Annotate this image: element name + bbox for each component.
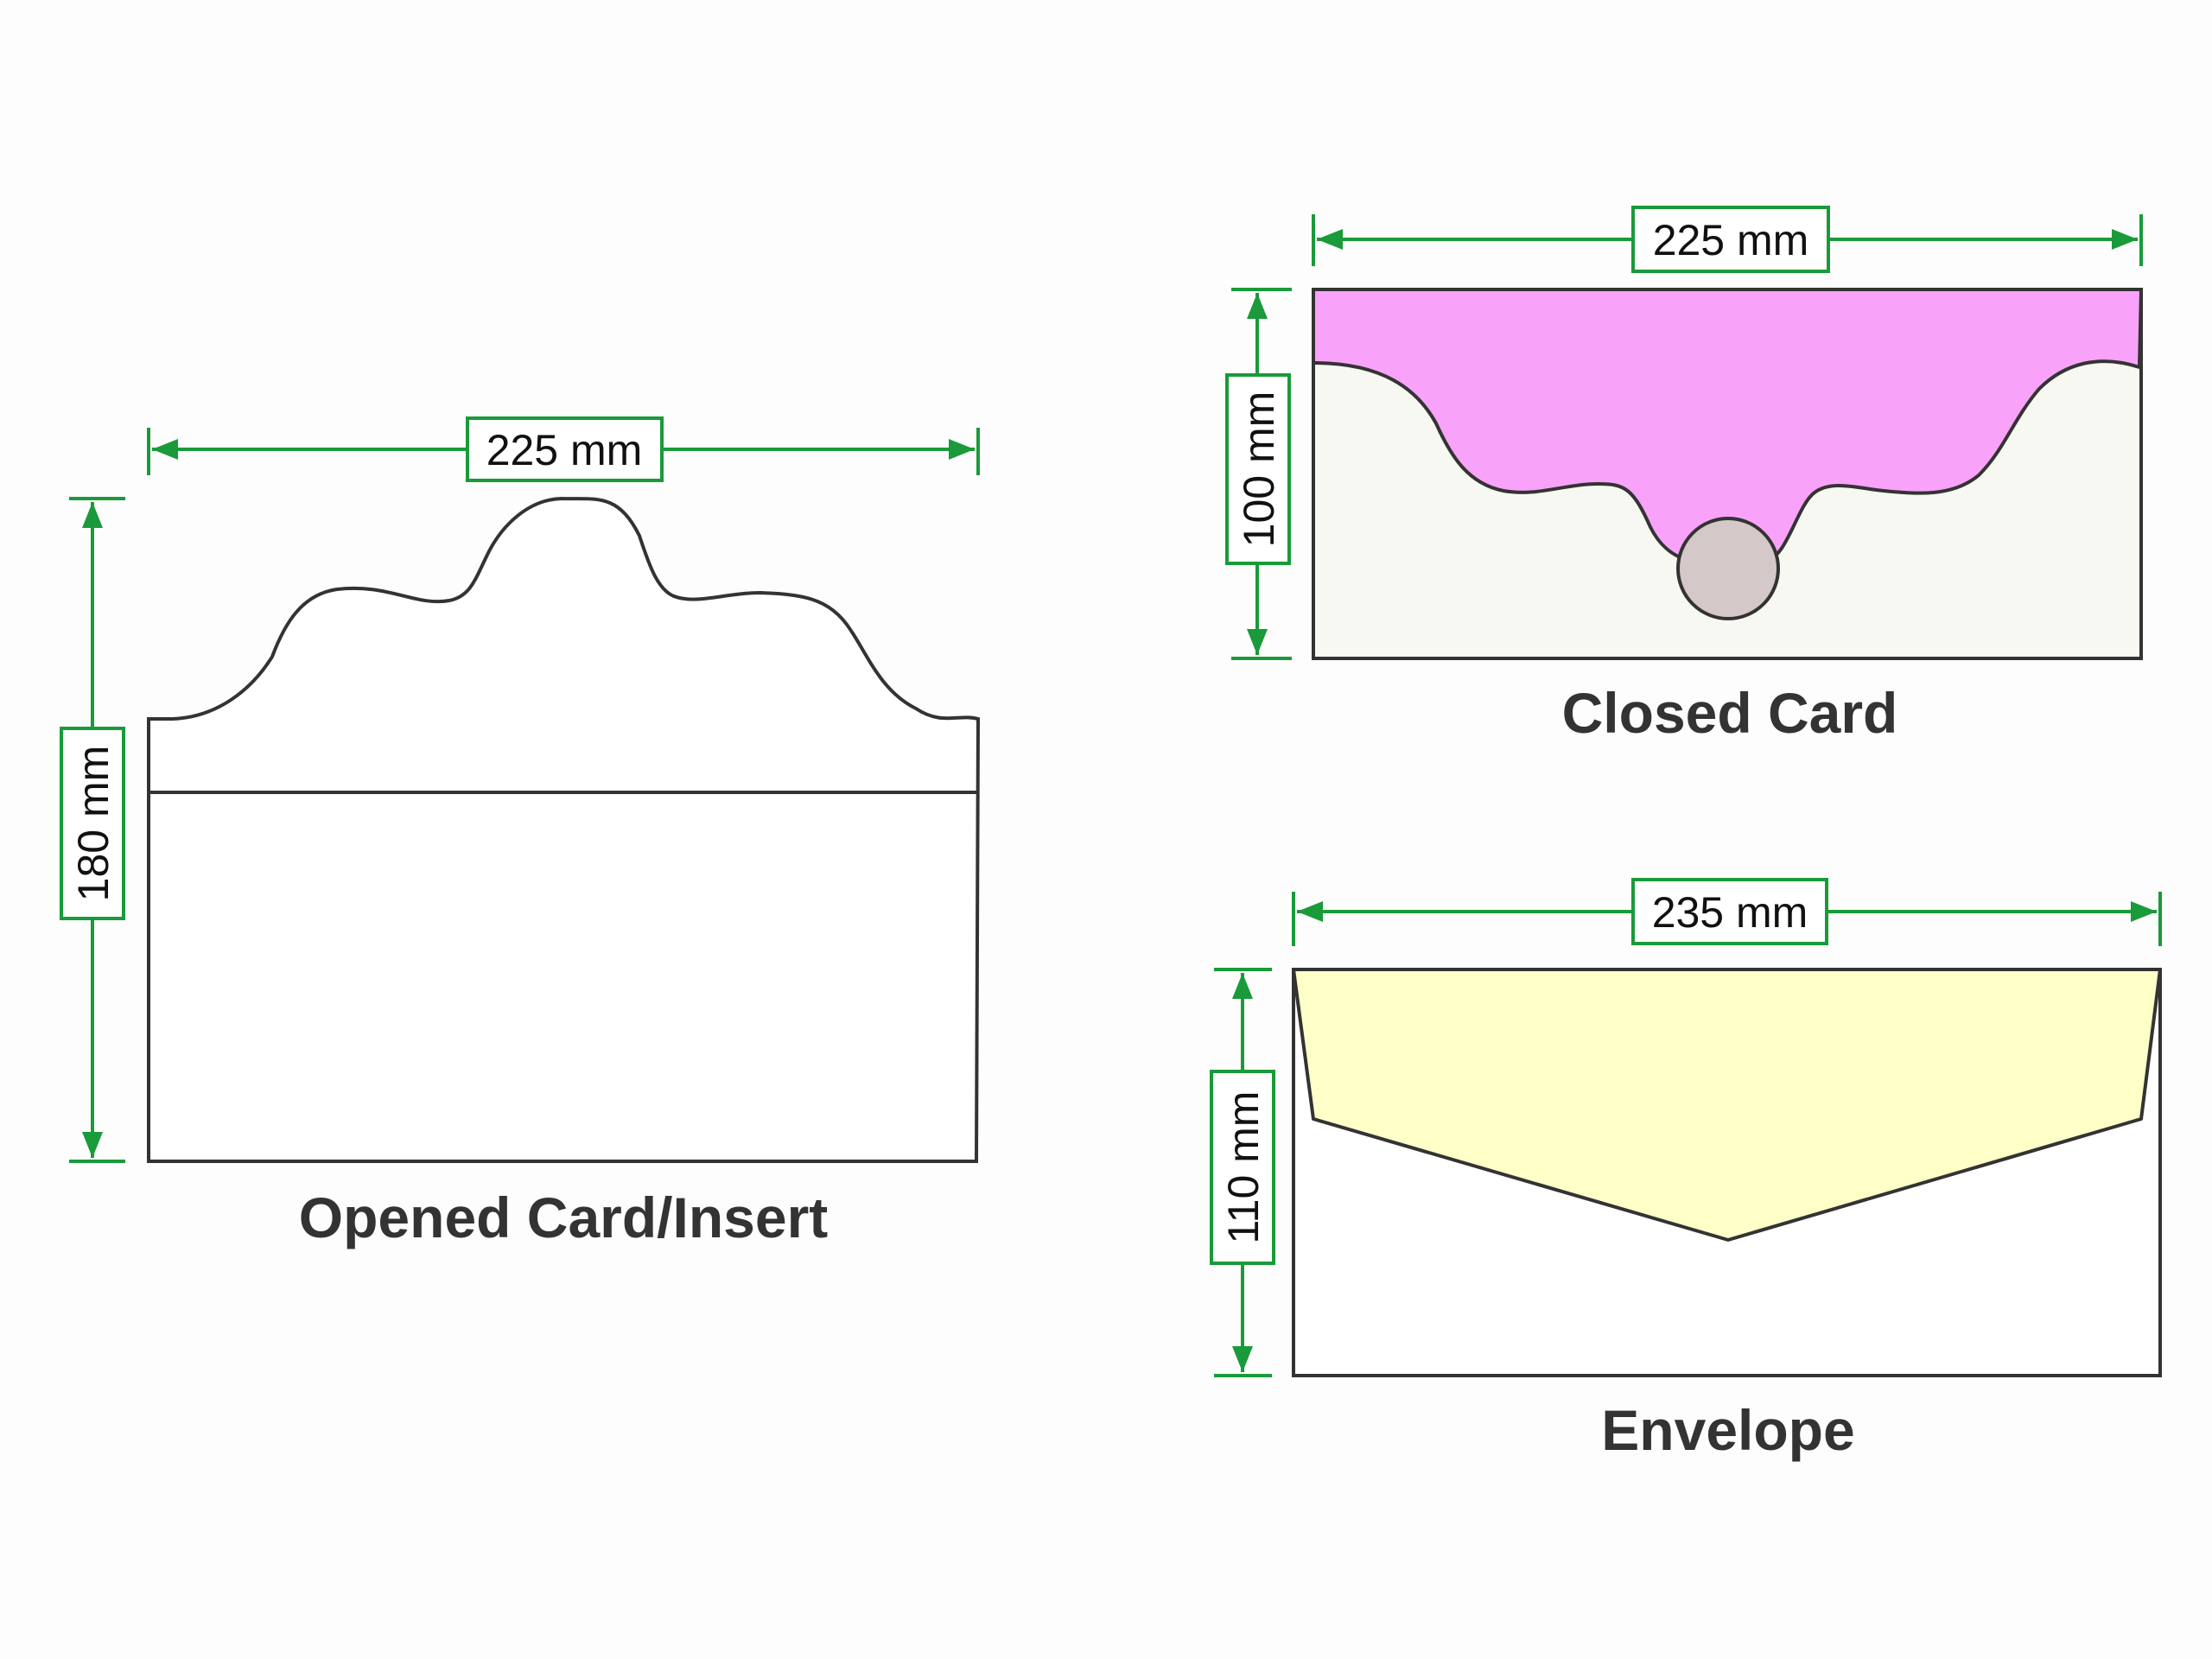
opened-width-label-box xyxy=(466,416,664,482)
closed-height-label-box xyxy=(1225,373,1291,565)
closed-width-label-box xyxy=(1631,206,1830,273)
opened-card-outline xyxy=(147,496,981,1163)
envelope-width-label-box xyxy=(1631,878,1828,945)
envelope-flap xyxy=(1292,968,2162,1242)
closed-card-seal xyxy=(1676,517,1780,620)
opened-card-group: 225 mm 180 mm Opened Card/Insert xyxy=(60,416,981,1249)
envelope-group: 235 mm 110 mm Envelope xyxy=(1210,878,2162,1462)
envelope-height-label-box xyxy=(1210,1070,1275,1265)
envelope-caption: Envelope xyxy=(1601,1398,1854,1462)
closed-card-group: 225 mm 100 mm Closed Card xyxy=(1225,206,2144,745)
opened-height-label-box xyxy=(60,727,125,920)
opened-height-label: 180 mm xyxy=(69,746,118,902)
envelope-width-label: 235 mm xyxy=(1652,888,1808,937)
envelope-height-label: 110 mm xyxy=(1219,1091,1268,1244)
closed-width-label: 225 mm xyxy=(1653,216,1809,264)
closed-card-caption: Closed Card xyxy=(1562,681,1898,745)
opened-card-caption: Opened Card/Insert xyxy=(299,1185,828,1249)
closed-height-label: 100 mm xyxy=(1235,391,1283,548)
opened-width-label: 225 mm xyxy=(486,426,643,474)
